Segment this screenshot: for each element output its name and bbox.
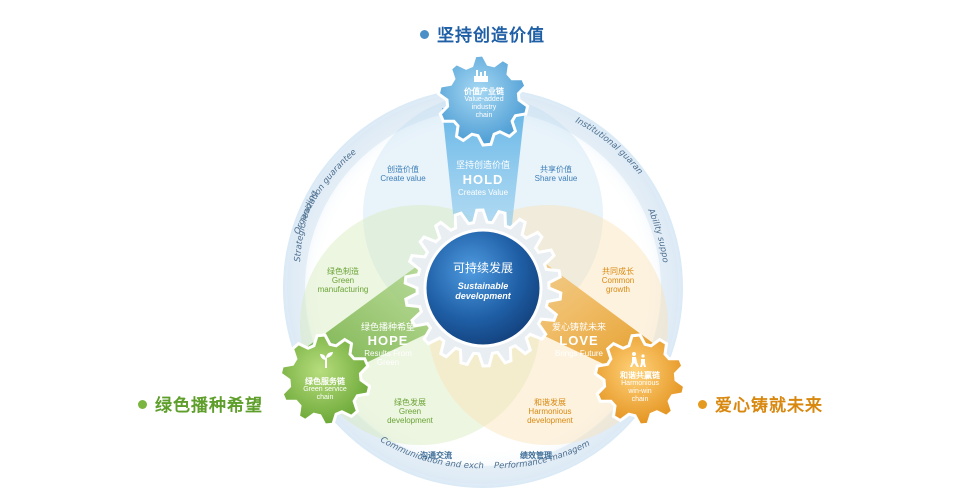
hope-zh: 绿色播种希望 — [360, 322, 415, 332]
common-growth-label: 共同成长 Common growth — [588, 267, 648, 295]
hope-title: HOPE — [367, 333, 409, 349]
green-mfg-en-1: Green — [331, 276, 355, 286]
green-dev-zh: 绿色发展 — [394, 398, 426, 407]
right-caption-text: 爱心铸就未来 — [715, 396, 823, 415]
share-value-label: 共享价值 Share value — [526, 165, 586, 183]
left-gear — [278, 333, 372, 427]
love-label: 爱心铸就未来 LOVE Brings Future — [543, 322, 615, 358]
common-growth-en-2: growth — [605, 285, 630, 295]
left-gear-zh: 绿色服务链 — [305, 377, 345, 386]
love-zh: 爱心铸就未来 — [551, 322, 606, 332]
hope-label: 绿色播种希望 HOPE Results From Green — [352, 322, 424, 368]
sprout-icon — [320, 352, 333, 368]
top-gear — [436, 53, 530, 147]
center-en-2: development — [455, 291, 511, 302]
right-caption-dot — [698, 400, 707, 409]
gearTop-shape — [436, 53, 530, 147]
share-value-zh: 共享价值 — [540, 165, 572, 174]
performance-zh-label: 绩效管理 — [520, 451, 552, 460]
top-caption: 坚持创造价值 — [420, 26, 545, 46]
factory-icon — [474, 70, 488, 82]
center-zh: 可持续发展 — [452, 261, 513, 275]
center-en-1: Sustainable — [457, 280, 509, 291]
share-value-en: Share value — [534, 174, 578, 184]
left-gear-en-1: Green service — [303, 386, 347, 394]
right-gear — [593, 333, 687, 427]
hold-zh: 坚持创造价值 — [455, 160, 510, 170]
top-gear-zh: 价值产业链 — [464, 87, 504, 96]
green-mfg-en-2: manufacturing — [317, 285, 369, 295]
left-caption-dot — [138, 400, 147, 409]
hope-en-1: Results From — [364, 349, 412, 359]
right-caption: 爱心铸就未来 — [698, 396, 823, 416]
love-title: LOVE — [559, 333, 599, 349]
top-caption-dot — [420, 30, 429, 39]
left-gear-label: 绿色服务链 Green service chain — [290, 377, 360, 402]
green-dev-en-1: Green — [398, 407, 422, 417]
communication-zh-label: 沟通交流 — [420, 451, 452, 460]
harmonious-development-label: 和谐发展 Harmonious development — [518, 398, 582, 426]
create-value-zh: 创造价值 — [387, 165, 419, 174]
hold-title: HOLD — [462, 172, 504, 188]
top-gear-en-1: Value-added — [464, 96, 504, 104]
green-manufacturing-label: 绿色制造 Green manufacturing — [308, 267, 378, 295]
top-gear-en-3: chain — [475, 112, 493, 120]
gearLeft-shape — [278, 333, 372, 427]
common-growth-zh: 共同成长 — [602, 267, 634, 276]
harmonious-dev-en-1: Harmonious — [528, 407, 572, 417]
center-globe — [423, 228, 543, 348]
people-icon — [630, 352, 646, 367]
harmonious-dev-en-2: development — [527, 416, 573, 426]
green-development-label: 绿色发展 Green development — [380, 398, 440, 426]
create-value-en: Create value — [380, 174, 426, 184]
right-gear-label: 和谐共赢链 Harmonious win-win chain — [605, 371, 675, 404]
common-growth-en-1: Common — [601, 276, 635, 286]
hold-label: 坚持创造价值 HOLD Creates Value — [443, 160, 523, 197]
gearRight-shape — [593, 333, 687, 427]
left-caption-text: 绿色播种希望 — [155, 396, 263, 415]
top-caption-text: 坚持创造价值 — [437, 26, 545, 45]
right-gear-zh: 和谐共赢链 — [620, 371, 660, 380]
top-gear-label: 价值产业链 Value-added industry chain — [444, 87, 524, 120]
right-gear-en-1: Harmonious — [621, 380, 659, 388]
hope-en-2: Green — [376, 358, 400, 368]
left-gear-en-2: chain — [316, 394, 334, 402]
green-mfg-zh: 绿色制造 — [327, 267, 359, 276]
create-value-label: 创造价值 Create value — [373, 165, 433, 183]
love-en: Brings Future — [554, 349, 604, 359]
hold-en: Creates Value — [457, 188, 509, 198]
harmonious-dev-zh: 和谐发展 — [534, 398, 566, 407]
center-label: 可持续发展 Sustainable development — [433, 261, 533, 302]
top-gear-en-2: industry — [471, 104, 497, 112]
green-dev-en-2: development — [387, 416, 433, 426]
right-gear-en-2: win-win — [628, 388, 652, 396]
left-caption: 绿色播种希望 — [138, 396, 263, 416]
right-gear-en-3: chain — [631, 396, 649, 404]
